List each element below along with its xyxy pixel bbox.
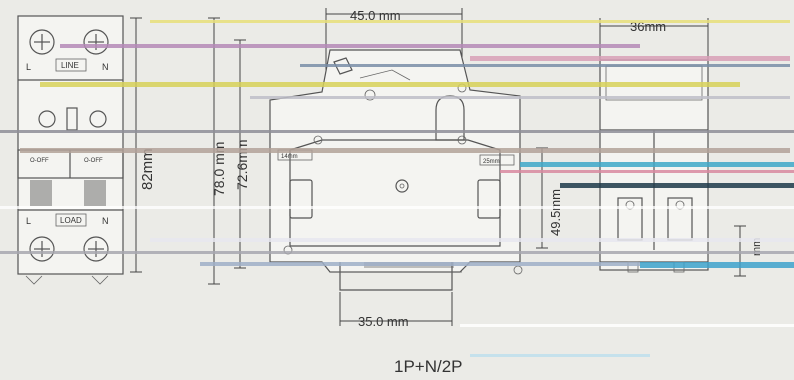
height-82-dim: 82mm [139, 148, 156, 190]
terminal-label-n-bottom: N [102, 216, 109, 226]
caption: 1P+N/2P [394, 357, 463, 376]
width-45-dim: 45.0 mm [350, 8, 401, 23]
right-tag: 25mm [483, 159, 500, 165]
line-label-box [55, 58, 87, 72]
center-screw-icon [395, 179, 409, 193]
toggle-right-icon [84, 180, 106, 206]
height-78-dim: 78.0 mm [211, 142, 227, 196]
terminal-screw-bottom-left-icon [29, 236, 55, 262]
switch-left-label: O-OFF [30, 158, 49, 164]
right-tag-box [479, 154, 515, 166]
terminal-screw-bottom-right-icon [83, 236, 109, 262]
left-tag: 14mm [281, 154, 298, 160]
width-35-dim: 35.0 mm [358, 314, 409, 329]
terminal-label-l-bottom: L [26, 216, 31, 226]
terminal-label-l-top: L [26, 62, 31, 72]
toggle-left-icon [30, 180, 52, 206]
breaker-body [17, 15, 124, 275]
terminal-screw-top-left-icon [29, 29, 55, 55]
terminal-screw-top-right-icon [83, 29, 109, 55]
indicator-left-icon [38, 110, 56, 128]
lever-icon [333, 57, 353, 75]
front-view: L LINE N O-OFF O-OFF L LOAD N 82mm [17, 15, 156, 285]
scan-artifacts [0, 20, 794, 357]
indicator-right-icon [89, 110, 107, 128]
height-72-dim: 72.6mm [234, 139, 250, 190]
terminal-label-n-top: N [102, 62, 109, 72]
clip-left-icon [289, 179, 313, 219]
switch-right-label: O-OFF [84, 158, 103, 164]
side-view: 78.0 mm 72.6mm 45.0 mm 14mm 25mm [208, 8, 563, 329]
clip-right-icon [477, 179, 501, 219]
load-label-box [55, 213, 87, 227]
line-label: LINE [61, 61, 79, 70]
load-label: LOAD [60, 216, 82, 225]
rail-height-dim: 49.5mm [548, 189, 563, 236]
